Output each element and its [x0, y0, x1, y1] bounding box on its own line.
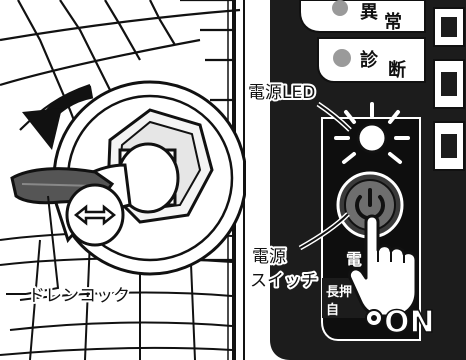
panel-edge-strips [430, 0, 466, 200]
power-switch-label-line1: 電源 [252, 247, 286, 267]
on-label: ON [384, 305, 435, 340]
power-led [356, 122, 388, 154]
lever-highlight [21, 183, 97, 187]
rotate-arrow-icon [22, 85, 94, 150]
power-led-label: 電源LED [248, 83, 315, 103]
double-arrow-icon [73, 204, 117, 226]
power-led-leader [317, 103, 351, 131]
diagnosis-char-2: 断 [388, 59, 406, 81]
abnormal-char-2: 常 [384, 11, 402, 33]
power-switch-label-line2: スイッチ [250, 271, 318, 291]
abnormal-char-1: 異 [360, 2, 378, 23]
panel-long-press-label: 長押 [326, 284, 352, 300]
led-glow-icon [334, 102, 410, 164]
pointing-hand-icon [347, 214, 418, 318]
abnormal-indicator: 異 常 [299, 0, 426, 33]
power-switch-leader [299, 213, 349, 249]
drain-cock-illustration: ドレンコック [0, 0, 248, 360]
on-badge: ON [365, 304, 435, 341]
diagnosis-char-1: 診 [360, 49, 379, 71]
drain-cock-label: ドレンコック [28, 286, 130, 306]
panel-power-label: 電 [346, 250, 362, 269]
control-panel-illustration: 異 常 診 断 電 [246, 0, 466, 360]
drain-cock-leader [25, 195, 60, 295]
panel-auto-label: 自 [326, 302, 339, 318]
diagnosis-led [333, 49, 351, 67]
diagnosis-indicator: 診 断 [317, 37, 426, 83]
abnormal-led [332, 0, 348, 16]
